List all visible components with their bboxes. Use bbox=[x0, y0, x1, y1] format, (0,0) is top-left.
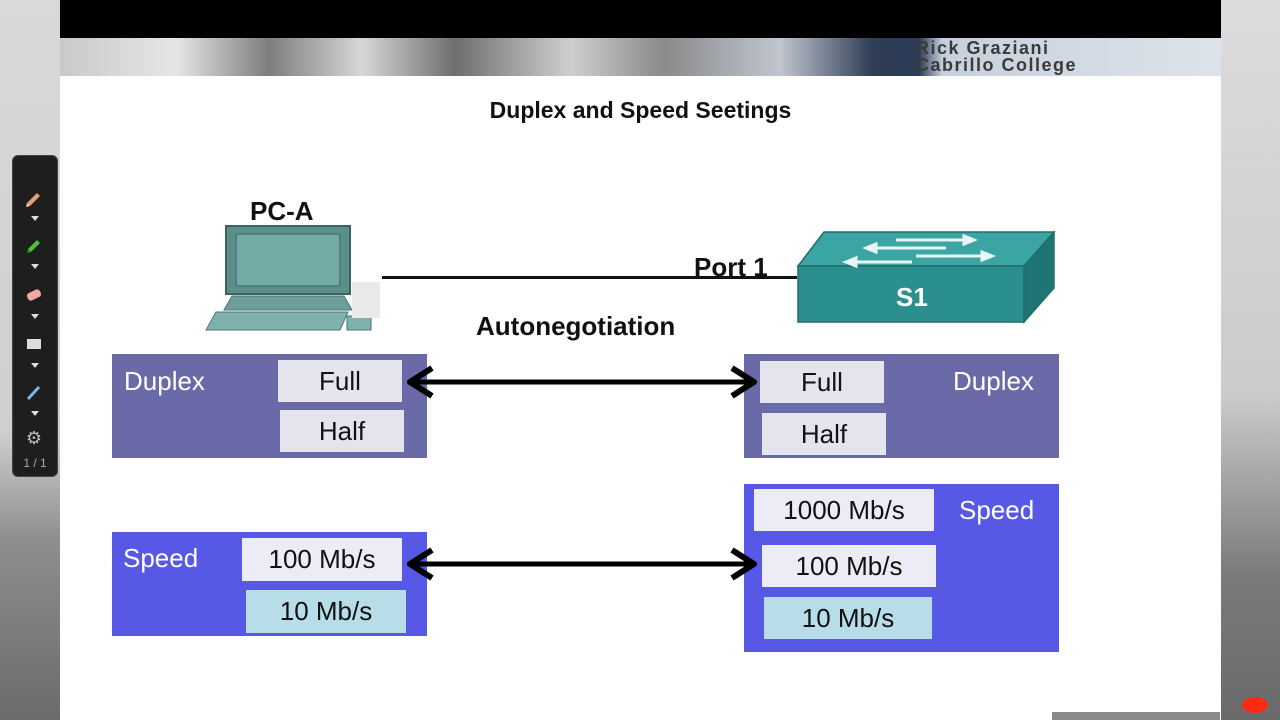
right-duplex-panel: Full Half Duplex bbox=[744, 354, 1059, 458]
right-duplex-label: Duplex bbox=[953, 366, 1034, 396]
right-speed-100-option: 100 Mb/s bbox=[762, 545, 936, 587]
port-label: Port 1 bbox=[694, 252, 768, 282]
left-speed-panel: Speed 100 Mb/s 10 Mb/s bbox=[112, 532, 427, 636]
taskbar-fragment bbox=[1052, 712, 1220, 720]
left-duplex-label: Duplex bbox=[124, 366, 205, 396]
duplex-arrow bbox=[407, 365, 757, 399]
slide-title: Duplex and Speed Seetings bbox=[489, 97, 792, 123]
eraser-icon[interactable] bbox=[22, 283, 46, 307]
left-duplex-half-option: Half bbox=[280, 410, 404, 452]
network-link bbox=[382, 276, 797, 279]
slide-banner: Rick Graziani Cabrillo College bbox=[60, 38, 1221, 76]
gear-icon[interactable]: ⚙ bbox=[25, 427, 43, 448]
pc-label: PC-A bbox=[250, 196, 314, 226]
chevron-down-icon[interactable] bbox=[31, 264, 39, 269]
pc-icon bbox=[205, 225, 380, 331]
left-speed-10-option: 10 Mb/s bbox=[246, 590, 406, 633]
chevron-down-icon[interactable] bbox=[31, 411, 39, 416]
left-duplex-panel: Duplex Full Half bbox=[112, 354, 427, 458]
right-duplex-full-option: Full bbox=[760, 361, 884, 403]
right-speed-label: Speed bbox=[959, 495, 1035, 525]
highlighter-icon[interactable] bbox=[22, 233, 46, 257]
author-block: Rick Graziani Cabrillo College bbox=[916, 38, 1078, 75]
slide: Rick Graziani Cabrillo College Duplex an… bbox=[60, 0, 1221, 720]
chevron-down-icon[interactable] bbox=[31, 314, 39, 319]
speed-arrow bbox=[407, 547, 757, 581]
right-speed-10-option: 10 Mb/s bbox=[764, 597, 932, 639]
right-duplex-half-option: Half bbox=[762, 413, 886, 455]
author-name: Rick Graziani bbox=[916, 38, 1050, 58]
autonegotiation-label: Autonegotiation bbox=[476, 311, 676, 341]
left-speed-100-option: 100 Mb/s bbox=[242, 538, 402, 581]
right-speed-1000-option: 1000 Mb/s bbox=[754, 489, 934, 531]
left-speed-label: Speed bbox=[123, 543, 199, 573]
pencil-icon[interactable] bbox=[22, 186, 46, 210]
switch-icon: S1 bbox=[796, 230, 1056, 324]
chevron-down-icon[interactable] bbox=[31, 216, 39, 221]
left-duplex-full-option: Full bbox=[278, 360, 402, 402]
pointer-icon[interactable] bbox=[22, 380, 46, 404]
right-speed-panel: 1000 Mb/s Speed 100 Mb/s 10 Mb/s bbox=[744, 484, 1059, 652]
author-college: Cabrillo College bbox=[916, 55, 1078, 75]
background-right bbox=[1218, 0, 1280, 720]
record-indicator-icon[interactable] bbox=[1242, 697, 1268, 713]
page-indicator: 1 / 1 bbox=[23, 456, 47, 470]
annotation-toolbar: ⚙ 1 / 1 bbox=[12, 155, 58, 477]
chevron-down-icon[interactable] bbox=[31, 363, 39, 368]
switch-label: S1 bbox=[896, 282, 928, 312]
shape-icon[interactable] bbox=[22, 332, 46, 356]
top-bar bbox=[60, 0, 1221, 38]
